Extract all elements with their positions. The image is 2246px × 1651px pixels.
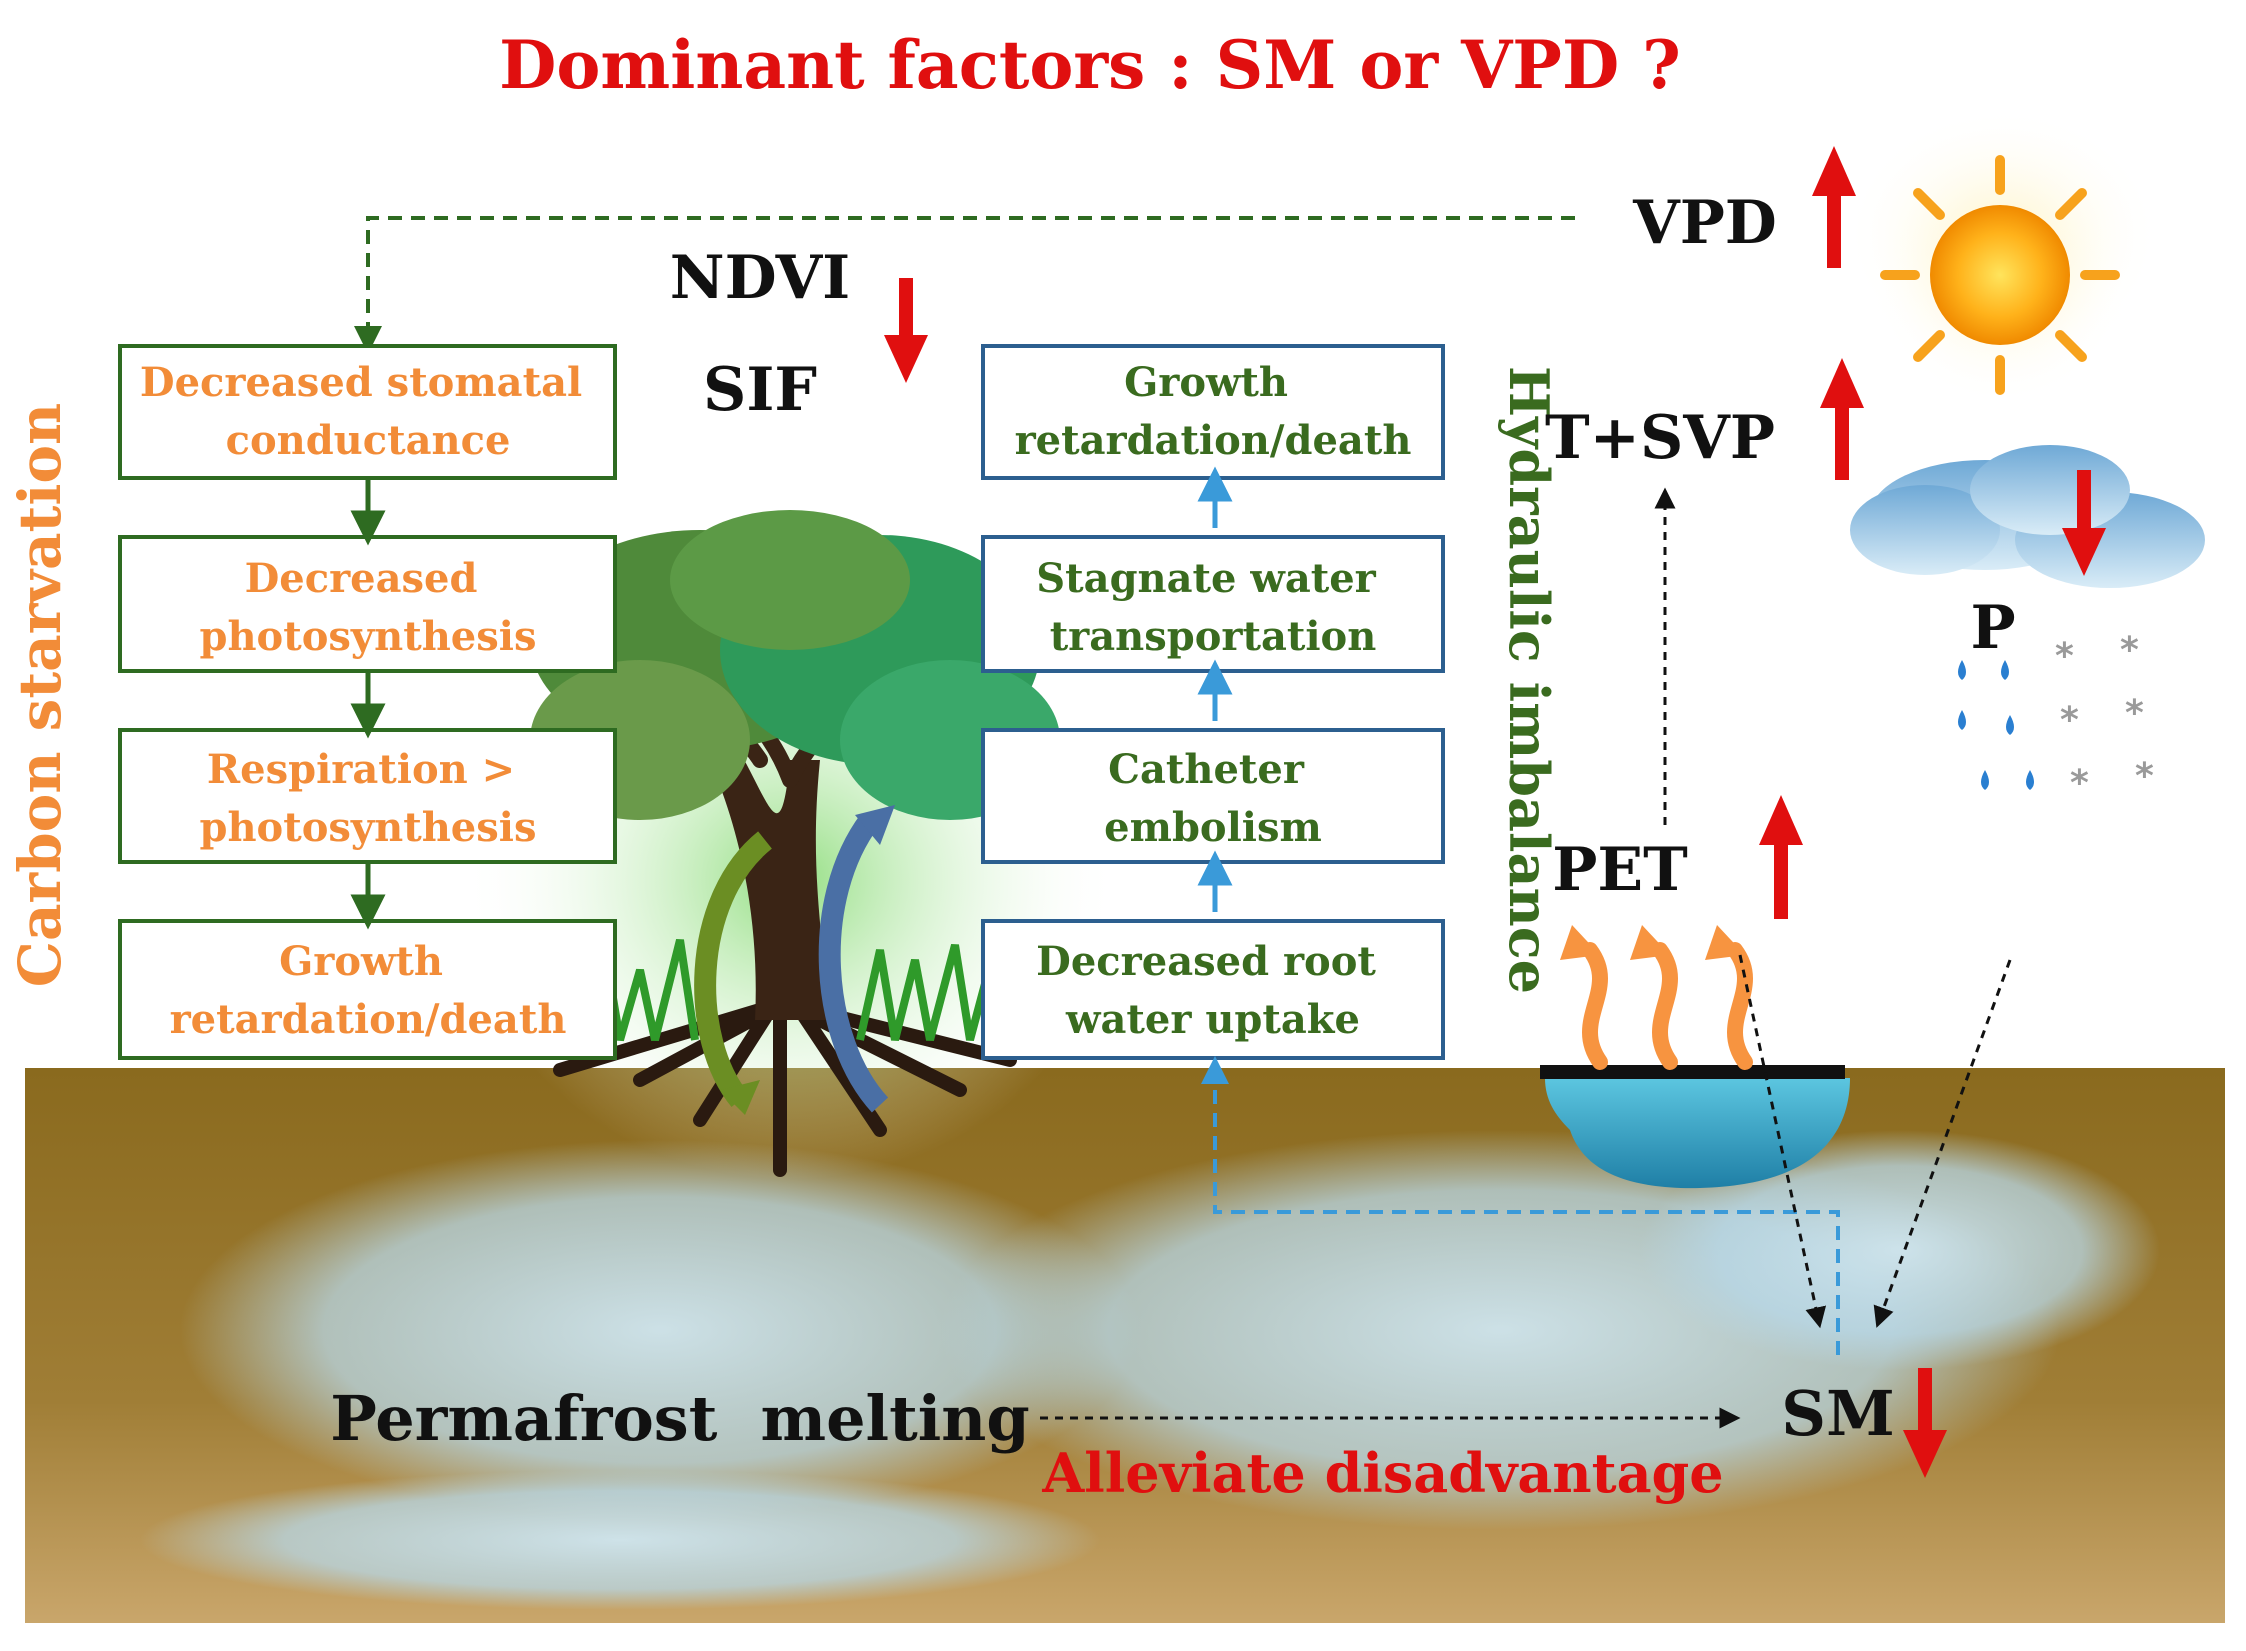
pool-to-sm-dashed-arrow xyxy=(1738,954,1827,1329)
left-box-4 xyxy=(118,919,617,1060)
left-box-1-line: Decreased stomatal xyxy=(140,359,582,406)
right-box-3-line: Catheter xyxy=(1108,746,1305,793)
left-box-3-line: photosynthesis xyxy=(200,804,537,851)
sif-label: SIF xyxy=(703,355,817,425)
vpd-up-arrow-icon xyxy=(1812,146,1856,268)
left-box-2-line: Decreased xyxy=(245,555,478,602)
right-box-3 xyxy=(981,728,1445,864)
pet-label: PET xyxy=(1552,835,1688,905)
left-box-3-line: Respiration > xyxy=(207,746,515,793)
permafrost-ice xyxy=(140,1130,2160,1610)
left-box-3 xyxy=(118,728,617,864)
vpd-to-stomatal-dashed-arrow xyxy=(354,216,1575,354)
left-box-2-line: photosynthesis xyxy=(200,613,537,660)
p-to-sm-dashed-arrow xyxy=(1873,959,2012,1328)
carbon-starvation-label: Carbon starvation xyxy=(6,403,74,987)
right-box-1-line: Growth xyxy=(1124,359,1288,406)
right-box-4-line: Decreased root xyxy=(1036,938,1376,985)
p-label: P xyxy=(1970,593,2015,663)
left-box-4-text: Growth retardation/death xyxy=(170,938,567,1043)
right-box-3-line: embolism xyxy=(1104,804,1322,851)
p-down-arrow-icon xyxy=(2062,470,2106,576)
right-box-2-line: transportation xyxy=(1050,613,1377,660)
left-box-4-line: retardation/death xyxy=(170,996,567,1043)
left-box-1 xyxy=(118,344,617,480)
t-svp-up-arrow-icon xyxy=(1820,358,1864,480)
right-box-2 xyxy=(981,535,1445,673)
right-box-1-text: Growth retardation/death xyxy=(1015,359,1412,464)
right-box-3-text: Catheter embolism xyxy=(1104,746,1322,851)
sun-icon xyxy=(1845,108,2160,405)
right-column: Growth retardation/death Stagnate water … xyxy=(981,344,1445,1060)
left-box-2-text: Decreased photosynthesis xyxy=(200,555,537,660)
hydraulic-imbalance-label: Hydraulic imbalance xyxy=(1497,366,1561,994)
vpd-label: VPD xyxy=(1632,188,1777,258)
right-box-4-line: water uptake xyxy=(1065,996,1360,1043)
svg-text:*: * xyxy=(2135,756,2154,797)
permafrost-melting-label: Permafrost melting xyxy=(330,1382,1029,1455)
pet-up-arrow-icon xyxy=(1759,795,1803,919)
diagram-title: Dominant factors : SM or VPD ? xyxy=(499,26,1681,104)
left-box-2 xyxy=(118,535,617,673)
ndvi-label: NDVI xyxy=(670,243,850,313)
svg-text:*: * xyxy=(2120,630,2139,671)
right-box-4-text: Decreased root water uptake xyxy=(1036,938,1390,1043)
sm-to-root-dashed-arrow xyxy=(1201,1056,1840,1355)
right-box-1 xyxy=(981,344,1445,480)
svg-text:*: * xyxy=(2070,763,2089,804)
t-svp-label: T+SVP xyxy=(1545,403,1775,473)
left-box-1-text: Decreased stomatal conductance xyxy=(140,359,596,464)
sm-label: SM xyxy=(1781,1377,1894,1450)
ndvi-sif-down-arrow-icon xyxy=(884,278,928,383)
svg-text:*: * xyxy=(2055,636,2074,677)
left-box-4-line: Growth xyxy=(279,938,443,985)
right-box-2-text: Stagnate water transportation xyxy=(1036,555,1389,660)
alleviate-disadvantage-label: Alleviate disadvantage xyxy=(1041,1441,1723,1505)
sm-down-arrow-icon xyxy=(1903,1368,1947,1478)
svg-text:*: * xyxy=(2125,693,2144,734)
right-box-2-line: Stagnate water xyxy=(1036,555,1376,602)
svg-text:*: * xyxy=(2060,700,2079,741)
left-column: Decreased stomatal conductance Decreased… xyxy=(118,344,617,1060)
rain-cloud-icon: * * * * * * xyxy=(1850,445,2205,804)
water-pool-icon xyxy=(1540,925,1850,1189)
left-box-3-text: Respiration > photosynthesis xyxy=(200,746,537,851)
right-box-1-line: retardation/death xyxy=(1015,417,1412,464)
left-box-1-line: conductance xyxy=(226,417,511,464)
